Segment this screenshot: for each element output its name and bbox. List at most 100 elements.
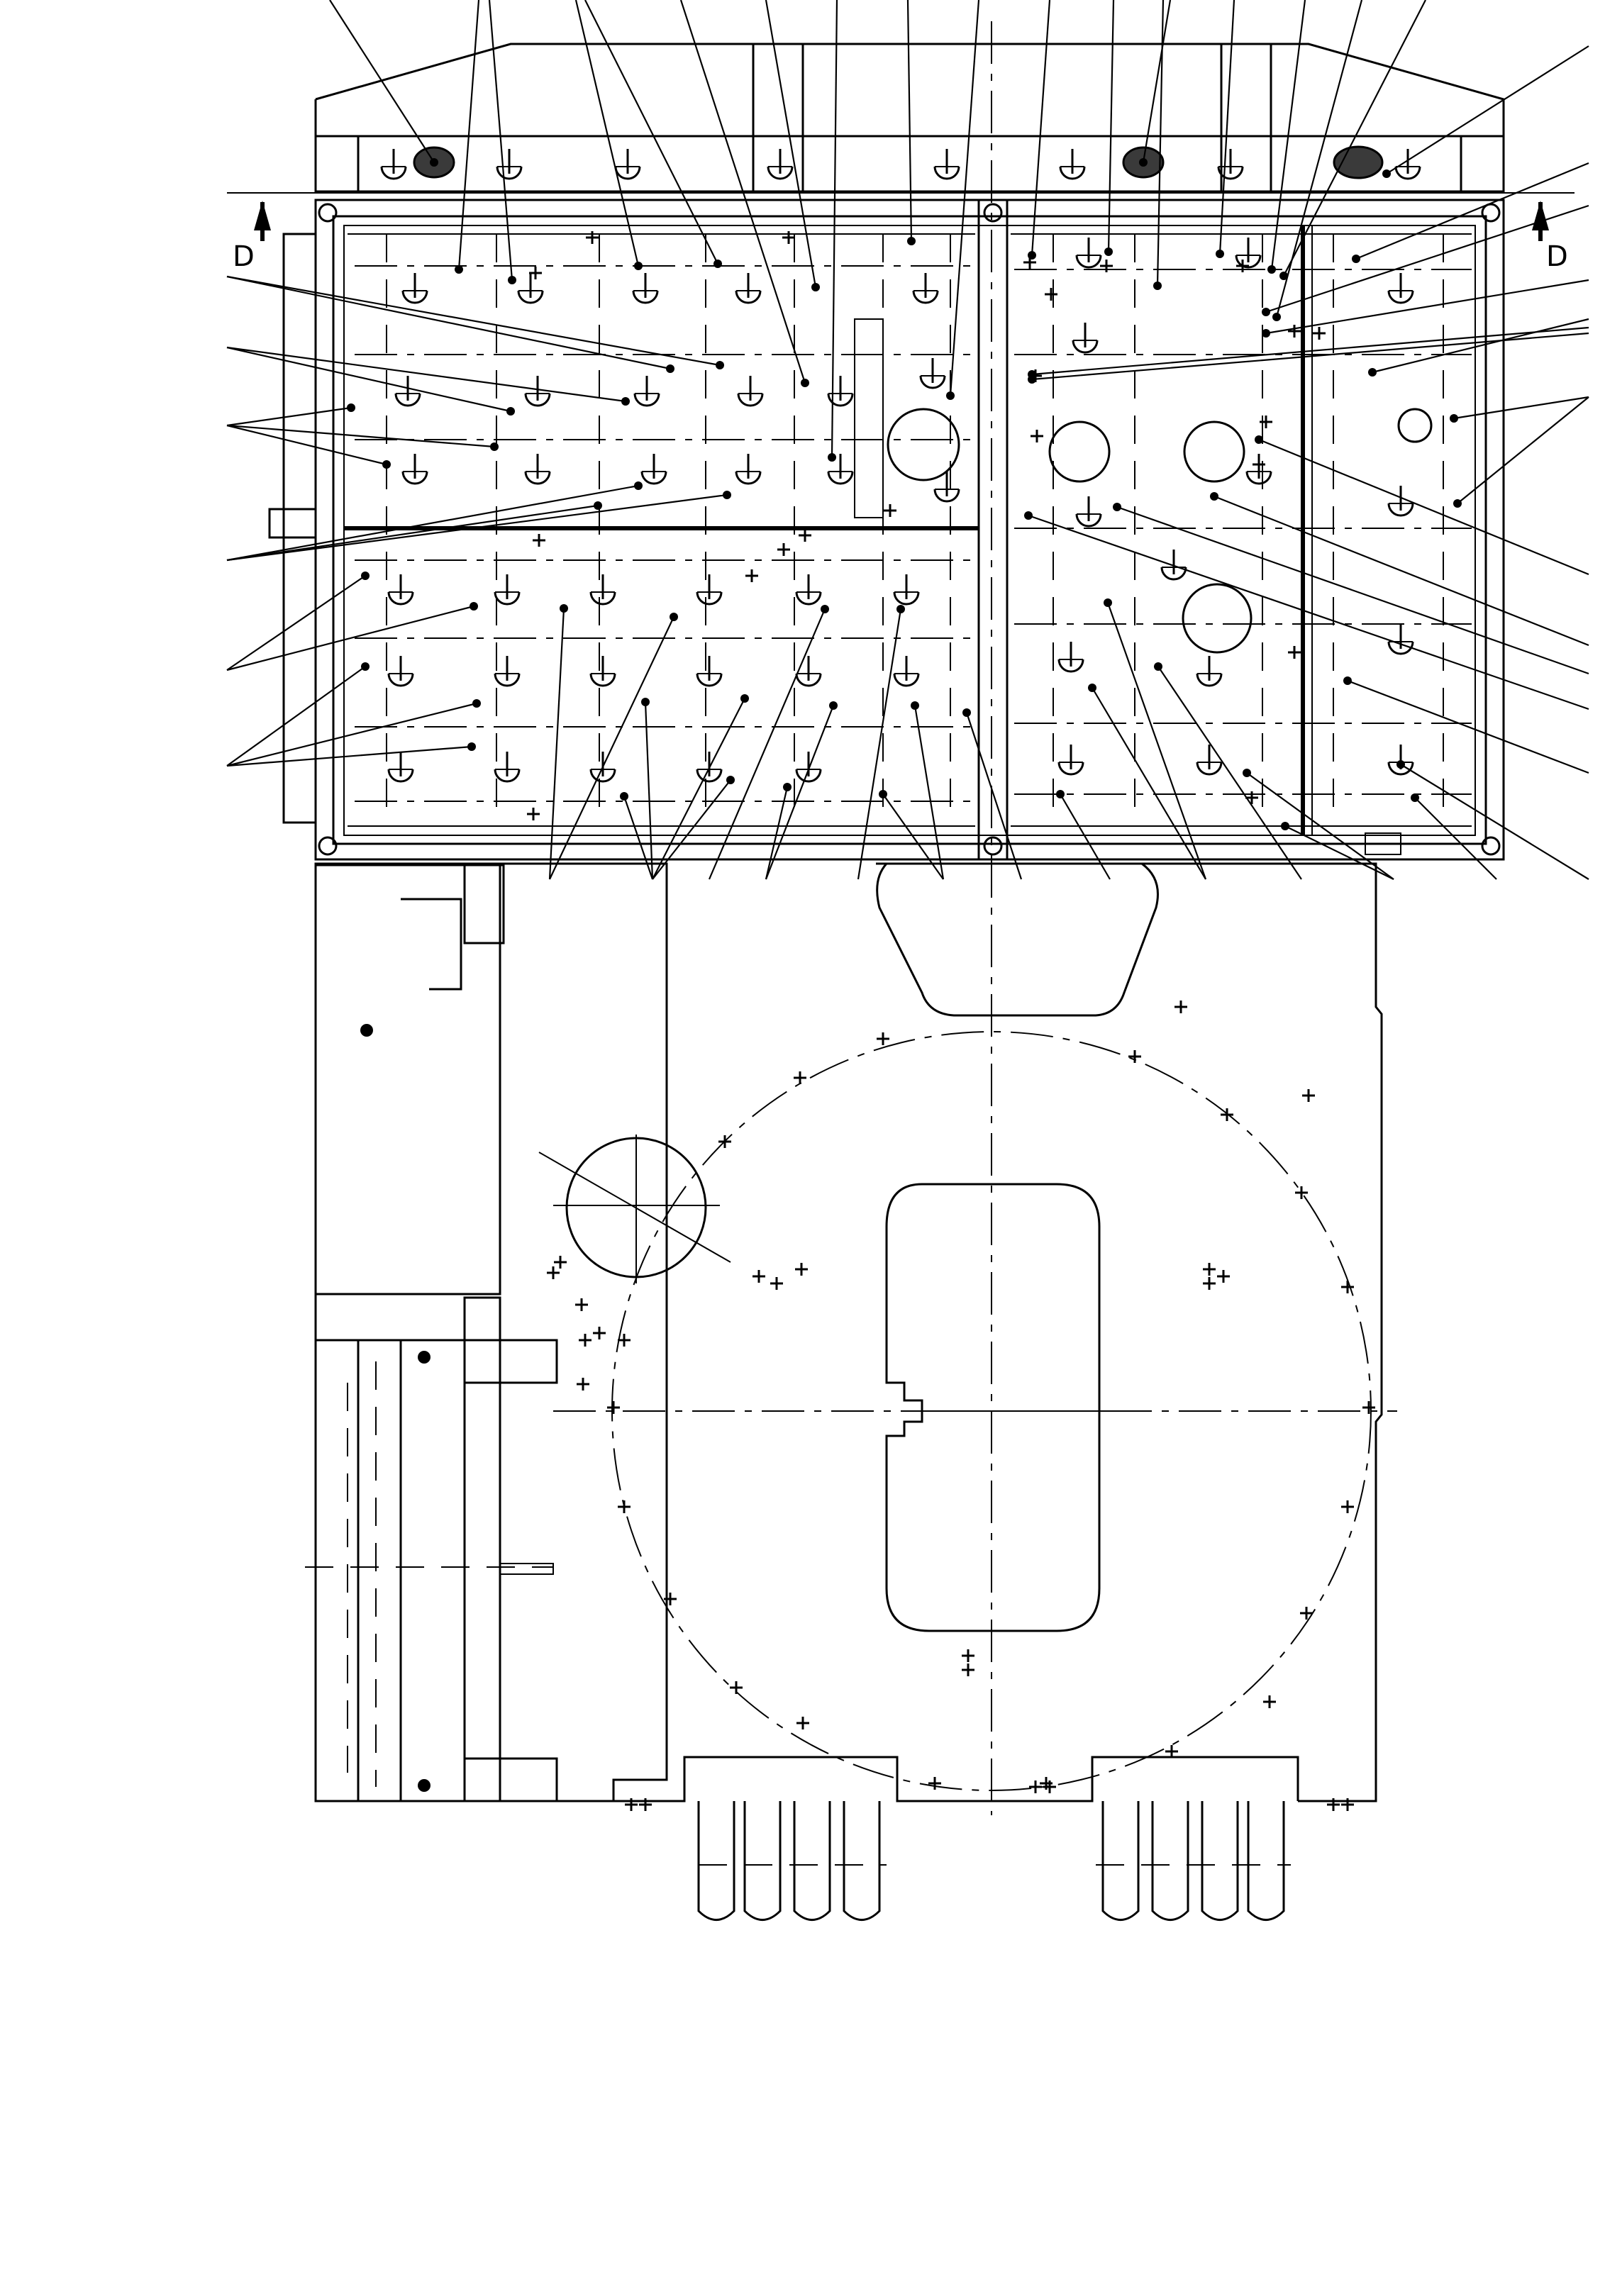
plus-mark — [577, 1378, 589, 1391]
plus-mark — [962, 1664, 974, 1676]
bolt-hole-symbol — [1057, 745, 1084, 776]
plus-mark — [1253, 458, 1265, 471]
bolt-hole-symbol — [1196, 745, 1223, 776]
plus-mark — [718, 1135, 731, 1148]
bolt-hole-symbol — [795, 752, 822, 783]
bolt-hole-symbol — [795, 656, 822, 687]
bolt-hole-symbol — [1160, 550, 1187, 581]
plus-mark — [928, 1777, 941, 1790]
plus-mark — [1217, 1270, 1230, 1283]
plus-mark — [1031, 430, 1043, 442]
leader-line — [765, 783, 792, 880]
bolt-hole-symbol — [1196, 656, 1223, 687]
plus-mark — [770, 1277, 783, 1290]
bolt-hole-symbol — [614, 149, 641, 180]
leader-line — [226, 699, 481, 767]
bolt-hole-symbol — [589, 574, 616, 606]
plus-mark — [639, 1798, 652, 1811]
plus-mark — [1327, 1798, 1340, 1811]
plus-mark — [529, 267, 542, 279]
upper-frame — [268, 199, 1505, 861]
leader-line — [1104, 0, 1115, 256]
plus-mark — [1260, 416, 1272, 428]
bolt-hole-symbol — [735, 273, 762, 304]
leader-line — [620, 792, 654, 880]
plus-mark — [1043, 1780, 1056, 1793]
leader-line — [226, 491, 731, 562]
section-marker-right: D — [1532, 201, 1568, 273]
leader-line — [574, 0, 643, 270]
plus-mark — [884, 504, 896, 517]
bolt-hole-symbol — [1059, 149, 1086, 180]
plus-mark — [1288, 646, 1301, 659]
bolt-hole-symbol — [696, 656, 723, 687]
plus-mark — [1029, 369, 1042, 382]
leader-line — [488, 0, 516, 284]
plus-mark — [579, 1334, 592, 1347]
leader-line — [226, 481, 643, 562]
leader-line — [1411, 793, 1497, 880]
bolt-hole-symbol — [893, 574, 920, 606]
leader-line — [226, 424, 499, 451]
leader-line — [1243, 769, 1394, 880]
bolt-hole-symbol — [933, 149, 960, 180]
plus-mark — [1221, 1108, 1233, 1121]
section-marker-label: D — [233, 240, 255, 273]
leader-line — [1382, 45, 1589, 178]
plus-mark — [1174, 1001, 1187, 1013]
leader-lines — [226, 0, 1589, 880]
bolt-hole-symbol — [827, 454, 854, 485]
leader-line — [652, 694, 749, 880]
plus-mark — [1341, 1281, 1354, 1293]
leader-line — [765, 0, 820, 291]
bolt-hole-symbol — [1387, 624, 1414, 655]
bolt-hole-symbol — [933, 472, 960, 503]
leader-line — [226, 346, 515, 416]
plus-mark — [1341, 1798, 1354, 1811]
plus-mark — [618, 1334, 631, 1347]
leader-line — [1262, 204, 1589, 316]
plus-mark — [782, 231, 795, 244]
bolt-hole-symbol — [401, 273, 428, 304]
plus-mark — [1341, 1500, 1354, 1513]
top-housing — [227, 43, 1575, 194]
bolt-hole-symbol — [387, 574, 414, 606]
plus-mark — [1236, 260, 1249, 272]
bolt-hole-symbol — [494, 574, 521, 606]
leader-line — [226, 403, 355, 427]
leader-line — [962, 708, 1023, 880]
bolt-hole-symbol — [387, 656, 414, 687]
leader-line — [1216, 0, 1235, 258]
leader-line — [548, 604, 568, 880]
plus-mark — [533, 534, 545, 547]
leader-line — [1352, 162, 1589, 263]
plus-mark — [796, 1717, 809, 1729]
section-marker-label: D — [1546, 240, 1568, 273]
leader-line — [1279, 0, 1426, 280]
leader-line — [226, 275, 724, 369]
bolt-hole-symbol — [524, 376, 551, 407]
leader-line — [1113, 503, 1589, 675]
leader-line — [226, 275, 674, 373]
leader-line — [1267, 0, 1306, 274]
bolt-hole-symbol — [737, 376, 764, 407]
plus-mark — [1023, 256, 1036, 269]
bolt-hole-symbol — [494, 656, 521, 687]
plus-mark — [1313, 327, 1326, 340]
construction-lines — [355, 21, 1472, 1815]
leader-line — [226, 662, 370, 767]
leader-line — [1453, 396, 1589, 508]
bolt-hole-symbol — [632, 273, 659, 304]
bolt-symbols — [380, 149, 1421, 783]
bolt-hole-symbol — [517, 273, 544, 304]
bolt-hole-symbol — [589, 752, 616, 783]
leader-line — [584, 0, 722, 268]
leader-line — [226, 346, 630, 406]
bolt-hole-symbol — [1217, 149, 1244, 180]
leader-line — [879, 790, 944, 880]
leader-line — [1210, 492, 1589, 647]
plus-mark — [777, 543, 790, 556]
bolt-hole-symbol — [1075, 238, 1102, 269]
bolt-hole-symbol — [1072, 323, 1099, 354]
leader-line — [549, 613, 678, 880]
